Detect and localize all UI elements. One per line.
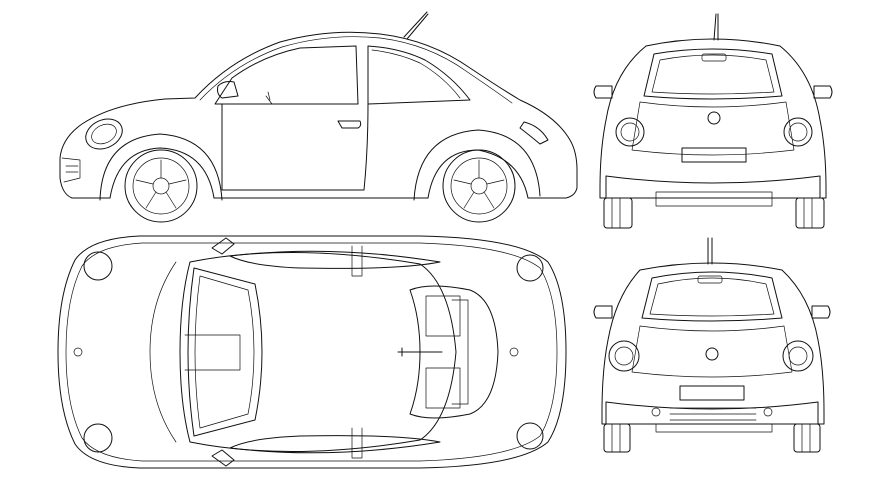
front-body-outline [601,262,825,425]
rear-window [367,45,471,105]
front-bumper-detail [61,157,81,183]
top-windscreen-inner [194,275,255,429]
window-latch [265,91,273,105]
front-arch [99,133,223,201]
top-rear-window-detail [425,295,469,409]
top-side-window-lower [229,435,441,454]
rear-brake-light [701,53,727,62]
side-view [59,11,578,223]
fog-light-left [651,407,661,417]
hood-line [149,261,177,443]
top-taillight-upper [516,254,544,282]
fog-light-right [763,407,773,417]
door-handle [337,120,362,129]
front-emblem-top [73,347,83,357]
front-tyre-left [603,423,631,453]
top-body-inner [65,242,558,462]
front-underbody [655,423,773,433]
front-tyre-right [793,423,821,453]
rear-tyre-right [795,197,825,229]
side-mirror [217,81,239,99]
rear-hatch [631,101,795,156]
top-side-window-upper [229,250,441,269]
antenna-top [397,347,443,357]
rear-lamp-left [615,117,645,147]
rear-glass-inner [651,54,775,95]
rear-license-plate [681,147,747,163]
antenna-side [403,11,429,40]
top-cabin-outline [179,252,457,452]
rear-underbody [655,191,773,207]
front-window [214,45,359,105]
front-headlight-right [782,340,814,372]
headlight-side [85,118,123,150]
top-view [57,235,567,469]
rear-emblem [707,111,721,125]
front-headlight-left [608,340,640,372]
rear-bumper [605,175,821,199]
rear-view-mirror [697,275,723,284]
front-emblem [705,347,719,361]
front-windscreen [641,271,783,322]
antenna-rear [713,13,719,41]
top-headlight-upper [83,251,113,281]
rear-mirror-left [593,85,613,99]
top-taillight-lower [516,422,544,450]
top-windscreen [187,267,263,437]
front-windscreen-inner [649,277,775,317]
top-mirror-lower [211,449,235,467]
top-mirror-upper [211,237,235,255]
door-outline [221,103,369,191]
roof-inner-line [199,36,513,104]
rear-window-inner [371,49,461,99]
rear-wheel [442,149,516,223]
hood-panel [184,334,241,371]
rear-view [593,13,833,229]
front-mirror-right [811,305,831,319]
rear-arch [413,129,541,201]
tail-light-side [519,121,549,145]
front-view [593,237,831,453]
rear-emblem-top [509,347,519,357]
rear-mirror-right [813,85,833,99]
rear-lamp-right [783,117,813,147]
antenna-front [707,237,713,265]
front-grille [669,407,757,421]
front-bumper [605,401,819,425]
headlight-side-inner [91,123,117,145]
top-body-outline [57,235,567,469]
front-mirror-left [593,305,613,319]
front-license-plate [679,385,745,401]
rear-glass [643,48,783,100]
front-hood [631,325,793,378]
rear-body-outline [599,38,827,199]
front-wheel [124,149,198,223]
door-handles-top [351,245,363,459]
top-headlight-lower [83,423,113,453]
side-body-outline [59,31,578,199]
rear-tyre-left [603,197,633,229]
